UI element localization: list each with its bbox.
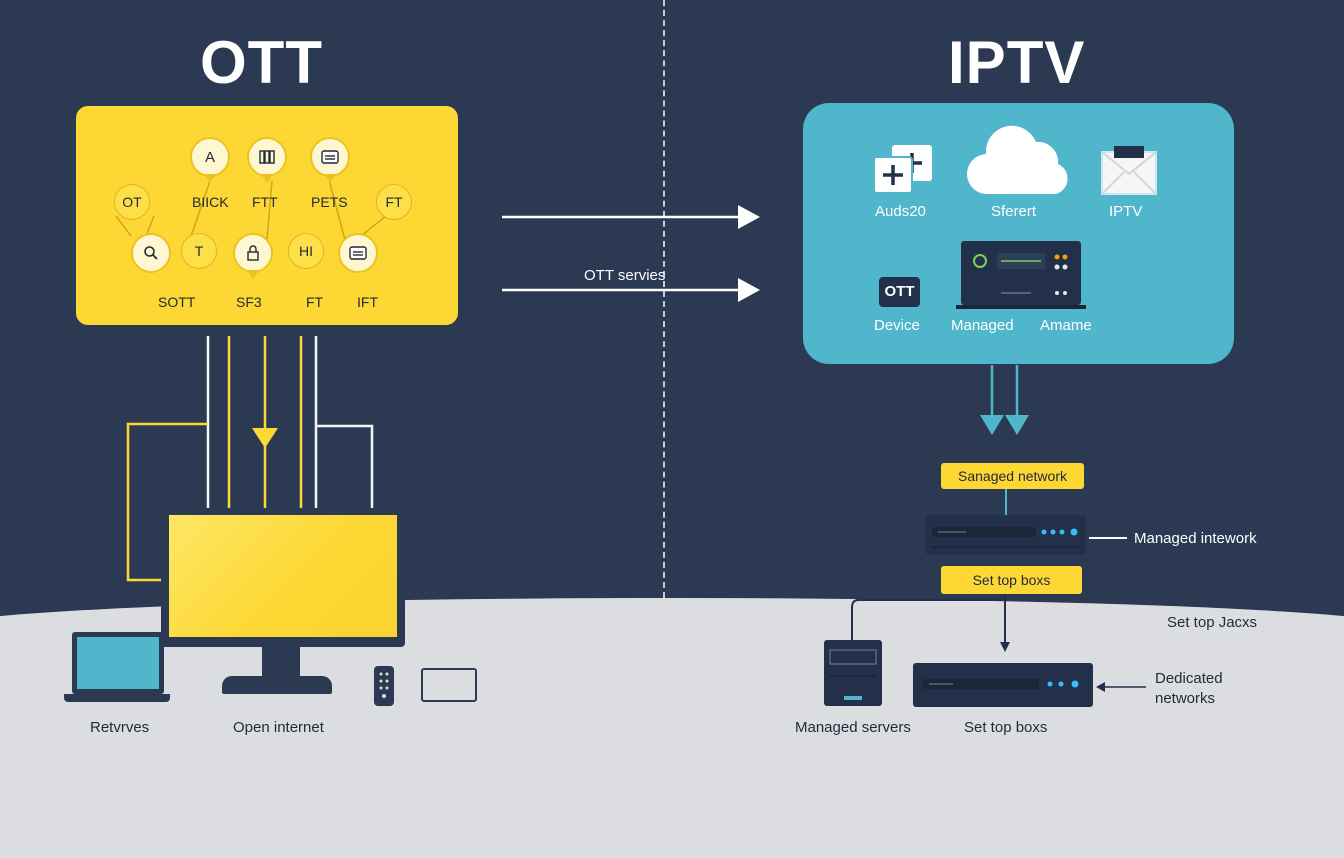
books-icon bbox=[247, 137, 287, 183]
service-icon-ot: OT bbox=[114, 184, 150, 220]
set-top-box-base bbox=[956, 305, 1086, 309]
ott-stream-lines bbox=[126, 336, 374, 582]
laptop-base bbox=[64, 694, 170, 702]
card-icon bbox=[310, 137, 350, 183]
network-switch-icon bbox=[926, 515, 1086, 555]
service-icon-ft: FT bbox=[376, 184, 412, 220]
managed-network-pointer bbox=[1089, 537, 1127, 539]
iptv-item-label-sferert: Sferert bbox=[991, 203, 1037, 220]
dedicated-line-1: Dedicated bbox=[1155, 670, 1223, 687]
mail-icon bbox=[1100, 144, 1158, 201]
card-icon-2 bbox=[338, 233, 378, 273]
dedicated-line-2: networks bbox=[1155, 690, 1216, 707]
dedicated-networks-label: Dedicated networks bbox=[1155, 669, 1223, 709]
service-icon-hi: HI bbox=[288, 233, 324, 269]
managed-network-pill: Sanaged network bbox=[941, 463, 1084, 489]
letter-a-icon: A bbox=[190, 137, 230, 183]
set-top-boxs-bottom-label: Set top boxs bbox=[964, 719, 1048, 736]
managed-intework-label: Managed intework bbox=[1134, 530, 1257, 547]
ott-title: OTT bbox=[200, 29, 323, 96]
tv-stand-neck bbox=[262, 646, 300, 678]
iptv-title: IPTV bbox=[948, 29, 1086, 96]
laptop-screen bbox=[77, 637, 159, 689]
tablet-icon bbox=[421, 668, 477, 702]
iptv-item-label-device: Device bbox=[874, 317, 920, 334]
iptv-item-label-iptv: IPTV bbox=[1109, 203, 1143, 220]
ott-item-label-pets: PETS bbox=[311, 194, 348, 210]
iptv-item-label-managed: Managed bbox=[951, 317, 1014, 334]
set-top-jacxs-label: Set top Jacxs bbox=[1167, 614, 1258, 631]
ott-item-label-biick: BIICK bbox=[192, 194, 229, 210]
set-top-box-icon bbox=[961, 241, 1081, 305]
iptv-item-label-amame: Amame bbox=[1040, 317, 1092, 334]
ott-item-label-sott: SOTT bbox=[158, 294, 196, 310]
ott-item-label-ift: IFT bbox=[357, 294, 378, 310]
ott-services-arrow-label: OTT servies bbox=[584, 267, 666, 284]
managed-servers-label: Managed servers bbox=[795, 719, 911, 736]
add-icon bbox=[872, 143, 934, 200]
cloud-icon bbox=[966, 120, 1076, 201]
iptv-item-label-auds20: Auds20 bbox=[875, 203, 926, 220]
ott-item-label-ft: FT bbox=[306, 294, 324, 310]
network-connector bbox=[1005, 489, 1007, 515]
ott-item-label-ftt: FTT bbox=[252, 194, 278, 210]
dedicated-networks-pointer bbox=[1096, 682, 1146, 692]
tv-screen bbox=[169, 515, 397, 637]
search-icon bbox=[131, 233, 171, 273]
set-top-boxs-pill: Set top boxs bbox=[941, 566, 1082, 594]
lock-icon bbox=[233, 233, 273, 279]
tv-stand-base bbox=[222, 676, 332, 694]
bottom-connectors bbox=[851, 594, 1010, 652]
small-badge-t: T bbox=[181, 233, 217, 269]
middle-arrows bbox=[502, 205, 760, 302]
open-internet-label: Open internet bbox=[233, 719, 324, 736]
managed-server-icon bbox=[824, 640, 882, 706]
bottom-set-top-box-icon bbox=[913, 663, 1093, 707]
remote-control-icon bbox=[374, 666, 394, 706]
ott-badge-icon: OTT bbox=[879, 277, 920, 307]
center-divider bbox=[663, 0, 665, 598]
retvrves-label: Retvrves bbox=[90, 719, 150, 736]
iptv-down-arrows bbox=[980, 365, 1029, 435]
ott-item-label-sf3: SF3 bbox=[236, 294, 262, 310]
